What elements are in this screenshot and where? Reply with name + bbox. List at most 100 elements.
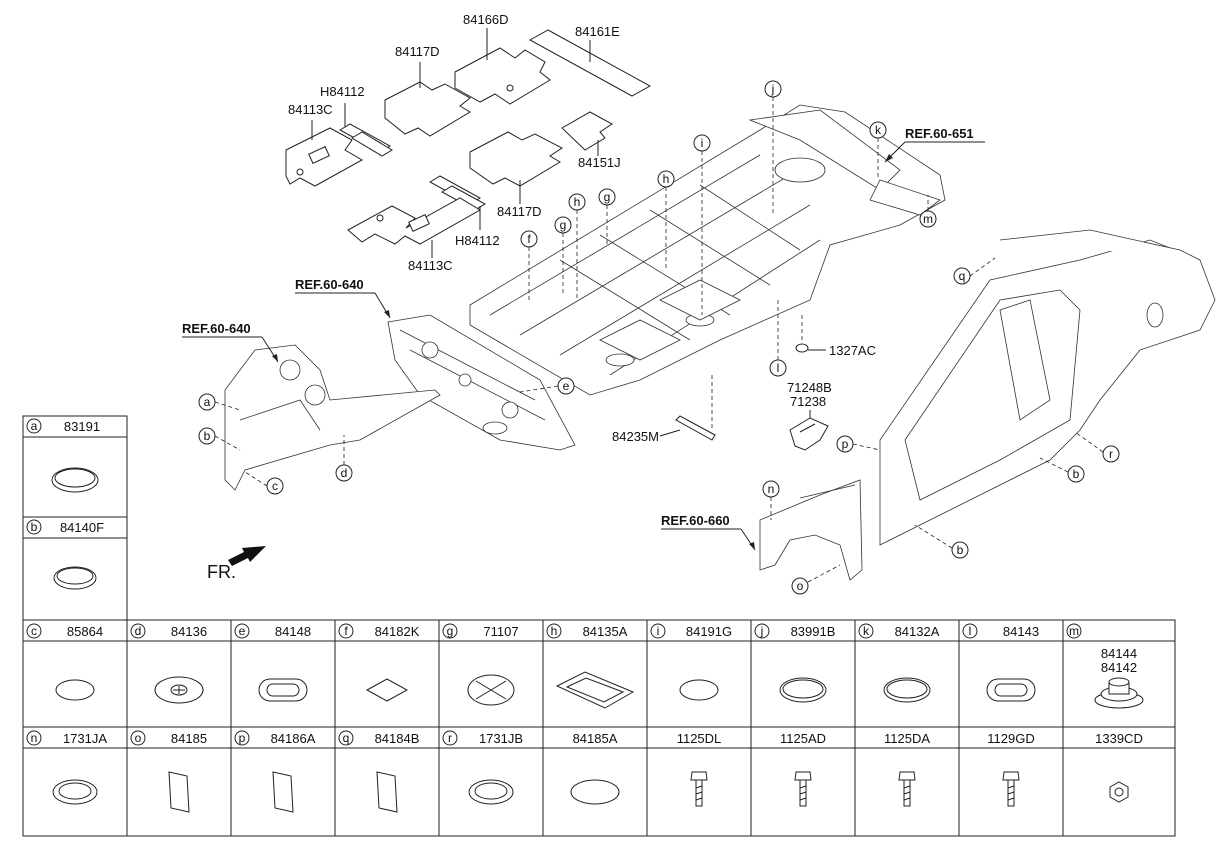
insulation-pads: 84161E 84166D 84117D H84112 84113C 84151… <box>285 12 652 273</box>
legend-letter: f <box>344 624 348 638</box>
legend-letter: e <box>239 624 246 638</box>
legend-letter: g <box>447 624 454 638</box>
part-icon-oval-ring <box>258 678 308 702</box>
front-fender: REF.60-660 n o <box>661 479 863 595</box>
bracket-71248B: 71248B 71238 <box>787 380 832 451</box>
part-icon-pad <box>376 771 398 813</box>
strap-84235M: 84235M <box>612 375 716 444</box>
ref-60-651: REF.60-651 <box>905 126 974 141</box>
legend-cell-r2-6: 1125DL <box>677 731 722 807</box>
svg-text:d: d <box>341 466 348 480</box>
part-icon-bolt <box>794 771 812 807</box>
svg-text:q: q <box>959 269 966 283</box>
legend-code-85864: 85864 <box>67 624 103 639</box>
svg-text:e: e <box>563 379 570 393</box>
legend-code-1125AD: 1125AD <box>780 731 826 746</box>
ref-60-660: REF.60-660 <box>661 513 730 528</box>
legend-cell-r2-5: 84185A <box>570 731 620 805</box>
part-icon-diamond <box>365 678 409 702</box>
legend-cell-r2-7: 1125AD <box>780 731 826 807</box>
svg-text:h: h <box>663 172 670 186</box>
legend-cell-r2-0: n 1731JA <box>26 730 107 805</box>
svg-text:r: r <box>1109 447 1113 461</box>
legend-code-1125DA: 1125DA <box>884 731 930 746</box>
legend-code-m-84142: 84142 <box>1101 660 1137 675</box>
part-icon-bolt <box>690 771 708 807</box>
callout-H84112-mid: H84112 <box>455 233 500 248</box>
legend-code-84148: 84148 <box>275 624 311 639</box>
front-arrow-icon <box>228 546 266 566</box>
svg-text:g: g <box>604 190 611 204</box>
svg-text:m: m <box>923 212 933 226</box>
ref-60-640-apron: REF.60-640 <box>182 321 251 336</box>
svg-text:c: c <box>272 479 278 493</box>
part-icon-pad <box>168 771 190 813</box>
callout-84161E: 84161E <box>575 24 620 39</box>
callout-71248B: 71248B <box>787 380 832 395</box>
part-icon-pad <box>272 771 294 813</box>
front-direction-indicator: FR. <box>207 546 266 582</box>
legend-letter: k <box>863 624 870 638</box>
legend-code-m-84144: 84144 <box>1101 646 1137 661</box>
part-icon-disc-big <box>883 677 931 703</box>
legend-letter: h <box>551 624 558 638</box>
pad-84117D-top <box>384 81 471 137</box>
callout-84117D-top: 84117D <box>395 44 440 59</box>
part-icon-disc <box>55 679 95 701</box>
floor-callouts: j k i h g h g f m l <box>520 80 937 377</box>
svg-text:i: i <box>701 136 704 150</box>
part-icon-clip <box>1094 677 1144 709</box>
legend-cell-r2-9: 1129GD <box>987 731 1035 807</box>
pad-84151J <box>561 111 613 151</box>
part-icon-oval <box>570 779 620 805</box>
legend-code-84135A: 84135A <box>583 624 628 639</box>
callout-71238: 71238 <box>790 394 826 409</box>
part-icon-nut <box>1109 781 1129 803</box>
legend-letter: r <box>448 731 452 745</box>
svg-text:g: g <box>560 218 567 232</box>
part-icon-disc-big <box>779 677 827 703</box>
floor-pan <box>469 104 946 396</box>
legend-code-1731JB: 1731JB <box>479 731 523 746</box>
legend-letter: n <box>31 731 38 745</box>
legend-code-1339CD: 1339CD <box>1095 731 1143 746</box>
legend-code-84182K: 84182K <box>375 624 420 639</box>
svg-text:b: b <box>204 429 211 443</box>
legend-code-84185: 84185 <box>171 731 207 746</box>
side-body: q p r b b <box>836 229 1216 559</box>
svg-text:k: k <box>875 123 882 137</box>
legend-letter: c <box>31 624 37 638</box>
pad-84117D-mid <box>469 131 563 187</box>
callout-84113C-bot: 84113C <box>408 258 453 273</box>
legend-letter: d <box>135 624 142 638</box>
part-icon-rect-frame <box>555 671 635 709</box>
part-icon-disc <box>679 679 719 701</box>
legend-cell-r1-3: f 84182K <box>338 623 420 702</box>
legend-code-1125DL: 1125DL <box>677 731 722 746</box>
legend-cell-r2-1: o 84185 <box>130 730 207 813</box>
legend-cell-r2-8: 1125DA <box>884 731 930 807</box>
grommet-1327AC: 1327AC <box>795 315 876 358</box>
callout-84117D-mid: 84117D <box>497 204 542 219</box>
svg-text:h: h <box>574 195 581 209</box>
legend-cell-r1-2: e 84148 <box>234 623 311 702</box>
front-label: FR. <box>207 562 236 582</box>
legend-code-84136: 84136 <box>171 624 207 639</box>
callout-84235M: 84235M <box>612 429 659 444</box>
part-icon-x-plug <box>467 674 515 706</box>
pad-84166D <box>454 47 551 105</box>
legend-letter: q <box>343 731 350 745</box>
legend-cell-r2-4: r 1731JB <box>442 730 523 805</box>
legend-code-1731JA: 1731JA <box>63 731 107 746</box>
svg-text:l: l <box>777 361 780 375</box>
legend-letter: o <box>135 731 142 745</box>
svg-text:p: p <box>842 437 849 451</box>
legend-code-84132A: 84132A <box>895 624 940 639</box>
